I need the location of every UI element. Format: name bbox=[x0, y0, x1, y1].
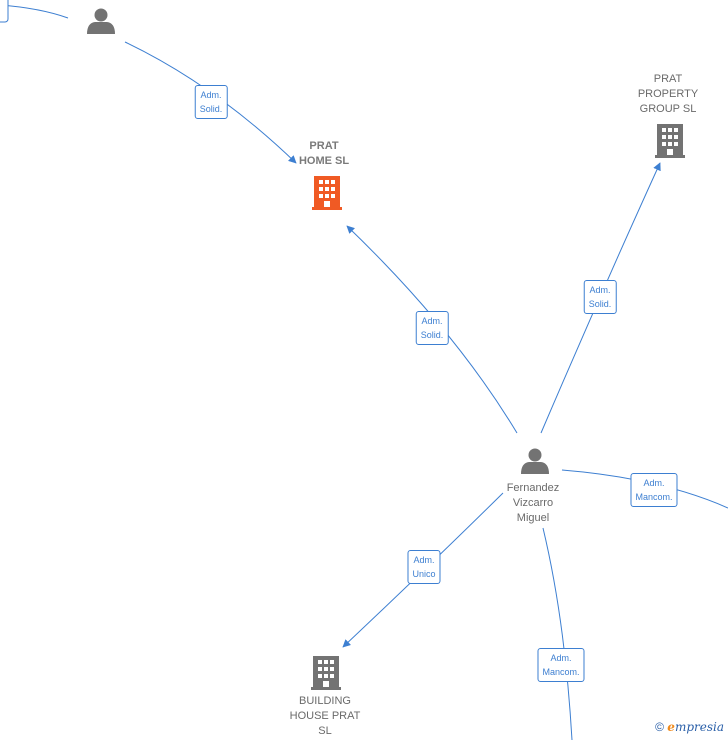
edge-label-top-to-home: Adm. Solid. bbox=[194, 85, 228, 119]
building-icon[interactable] bbox=[311, 656, 341, 690]
person-icon[interactable] bbox=[521, 448, 549, 475]
edge-fernandez-to-bottom bbox=[542, 527, 573, 740]
building-icon[interactable] bbox=[312, 176, 342, 210]
empresia-logo[interactable]: empresia bbox=[667, 720, 724, 734]
node-label-prat-property[interactable]: PRAT PROPERTY GROUP SL bbox=[637, 73, 699, 115]
edge-label-fern-to-property: Adm. Solid. bbox=[583, 280, 617, 314]
copyright-icon: © bbox=[655, 720, 664, 734]
node-label-building-house[interactable]: BUILDING HOUSE PRAT SL bbox=[289, 695, 361, 737]
edge-offscreen-to-top-person bbox=[0, 4, 69, 19]
edge-label-fern-right: Adm. Mancom. bbox=[630, 473, 678, 507]
edge-label-fern-to-home: Adm. Solid. bbox=[415, 311, 449, 345]
edge-label-fern-bottom: Adm. Mancom. bbox=[537, 648, 585, 682]
building-icon[interactable] bbox=[655, 124, 685, 158]
edge-label-offscreen-fragment bbox=[0, 0, 9, 23]
node-label-prat-home[interactable]: PRAT HOME SL bbox=[298, 140, 350, 167]
node-label-fernandez[interactable]: Fernandez Vizcarro Miguel bbox=[506, 482, 560, 524]
copyright-notice: © empresia bbox=[655, 720, 724, 734]
edge-label-fern-to-building: Adm. Unico bbox=[407, 550, 441, 584]
person-icon[interactable] bbox=[87, 8, 115, 35]
